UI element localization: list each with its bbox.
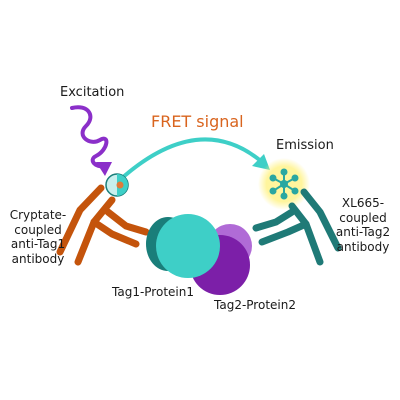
fret-arrow <box>120 137 264 180</box>
emission-fluorophore <box>269 168 299 200</box>
acceptor-antibody-label-line: XL665- <box>341 196 385 210</box>
protein1 <box>156 214 220 278</box>
acceptor-antibody-label-line: antibody <box>336 239 390 254</box>
donor-antibody-label-line: Cryptate- <box>9 208 67 222</box>
acceptor-antibody <box>252 188 342 266</box>
fret-signal-label: FRET signal <box>151 112 244 131</box>
donor-antibody-label-line: antibody <box>11 251 65 266</box>
cryptate-donor-core <box>116 181 124 189</box>
excitation-label: Excitation <box>60 85 125 100</box>
emission-label: Emission <box>276 138 334 153</box>
donor-antibody-label: Cryptate- coupled anti-Tag1 antibody <box>0 208 76 266</box>
excitation-wave <box>70 105 109 169</box>
acceptor-antibody-label-line: anti-Tag2 <box>335 225 391 239</box>
donor-antibody-label-line: anti-Tag1 <box>10 237 66 251</box>
acceptor-antibody-label: XL665- coupled anti-Tag2 antibody <box>326 196 400 254</box>
excitation-arrowhead <box>96 162 112 176</box>
donor-antibody-label-line: coupled <box>14 222 62 237</box>
protein2-label: Tag2-Protein2 <box>214 298 296 312</box>
acceptor-antibody-label-line: coupled <box>339 210 387 225</box>
protein1-label: Tag1-Protein1 <box>112 285 194 299</box>
donor-antibody <box>56 184 150 266</box>
